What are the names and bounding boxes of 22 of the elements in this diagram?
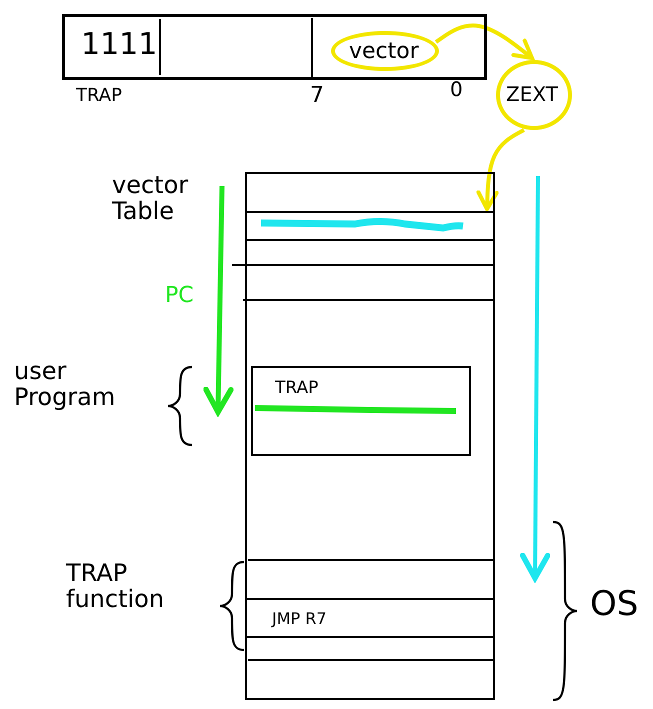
arrow — [476, 128, 525, 212]
node-text: TRAP — [275, 378, 318, 398]
node-text: 1111 — [81, 27, 158, 62]
register-label: PC — [165, 284, 194, 308]
section-label: vector Table — [112, 172, 190, 225]
node-text: vector — [349, 39, 419, 64]
section-label: OS — [590, 586, 638, 624]
node-text: ZEXT — [506, 82, 558, 106]
field-label: TRAP — [76, 86, 122, 106]
bit-number: 0 — [450, 78, 463, 100]
node-text: JMP R7 — [272, 609, 327, 628]
section-label: user Program — [14, 358, 116, 411]
arrow — [434, 24, 534, 60]
zext-circle — [496, 60, 572, 130]
vector-field-highlight — [331, 31, 439, 71]
trap-instruction-row — [251, 366, 471, 456]
jmp-r7-row — [247, 598, 493, 638]
memory-column — [245, 172, 495, 700]
instruction-register-box — [62, 14, 487, 80]
vector-table-entry — [247, 211, 493, 241]
section-label: TRAP function — [66, 560, 166, 613]
bit-number: 7 — [310, 84, 324, 108]
